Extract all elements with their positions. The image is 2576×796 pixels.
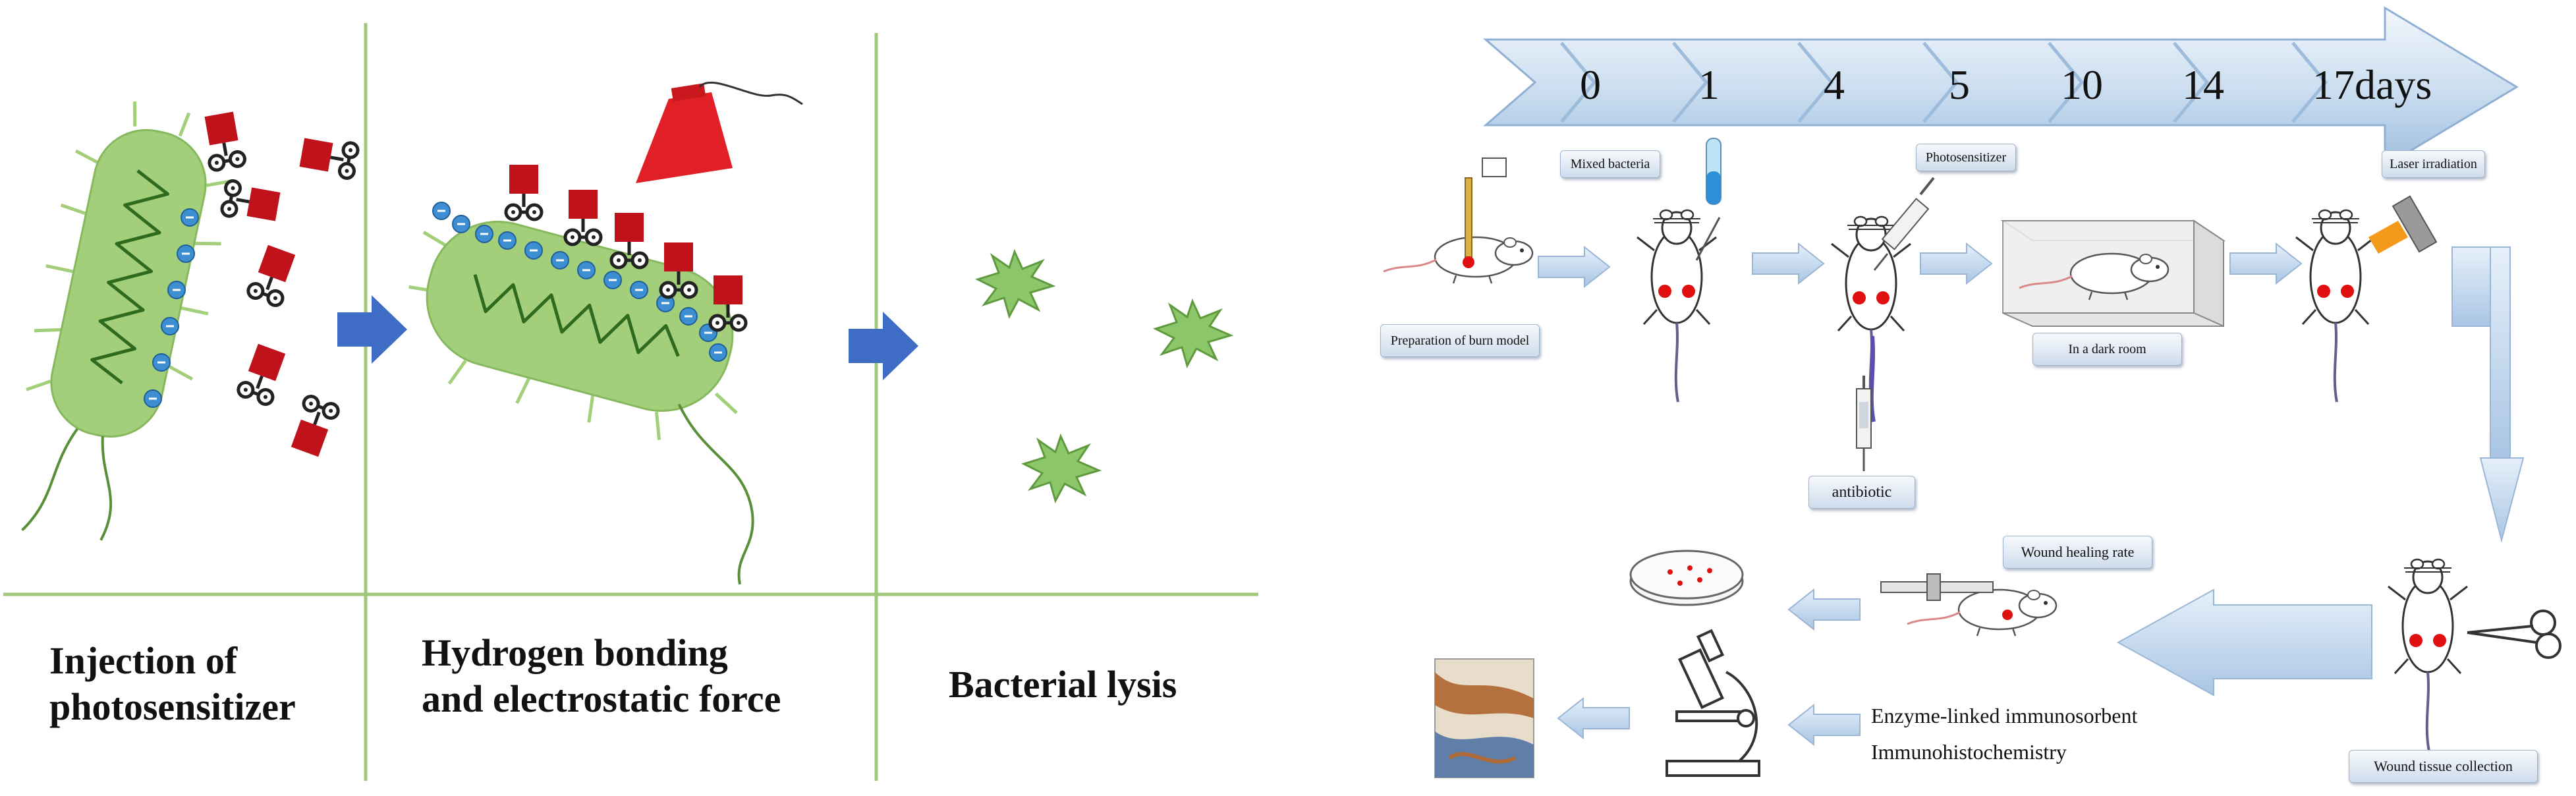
burn-model-rat	[1382, 157, 1534, 285]
label-lysis: Bacterial lysis	[949, 663, 1177, 706]
test-tube-icon	[1695, 138, 1722, 261]
label-wound-healing-rate: Wound healing rate	[2003, 536, 2152, 569]
syringe-icon	[1873, 177, 1935, 271]
label-dark-room: In a dark room	[2032, 333, 2182, 366]
flow-arrow-large	[2116, 588, 2372, 696]
timeline-tick: 0	[1580, 61, 1601, 108]
label-injection-line2: photosensitizer	[49, 685, 296, 728]
label-injection-line1: Injection of	[49, 639, 238, 682]
label-photosensitizer: Photosensitizer	[1916, 144, 2016, 171]
timeline-tick: 17days	[2312, 61, 2432, 108]
label-ihc: Immunohistochemistry	[1871, 740, 2067, 764]
label-injection: Injection of photosensitizer	[49, 638, 296, 730]
scissors-icon	[2467, 610, 2562, 659]
connector-arrow-down	[2451, 246, 2525, 543]
laser-lamp-icon	[636, 81, 803, 183]
petri-dish-icon	[1629, 550, 1744, 606]
label-elisa: Enzyme-linked immunosorbent	[1871, 704, 2138, 727]
timeline-tick: 14	[2182, 61, 2224, 108]
microscope-icon	[1666, 629, 1760, 777]
histology-image	[1434, 658, 1534, 778]
label-laser-irradiation: Laser irradiation	[2382, 150, 2485, 178]
rat-treated	[1830, 215, 1912, 422]
rat-measure	[1880, 573, 2058, 637]
bacterium-bound	[408, 221, 754, 585]
label-wound-tissue-collection: Wound tissue collection	[2349, 750, 2538, 783]
label-burn-model: Preparation of burn model	[1380, 324, 1540, 357]
label-mixed-bacteria: Mixed bacteria	[1560, 150, 1660, 178]
label-antibiotic: antibiotic	[1808, 476, 1915, 509]
timeline-tick: 1	[1698, 61, 1720, 108]
label-bonding: Hydrogen bonding and electrostatic force	[422, 631, 781, 720]
timeline-tick: 4	[1824, 61, 1845, 108]
dark-room-box	[2000, 219, 2226, 327]
timeline-tick: 10	[2061, 61, 2103, 108]
laser-emitter-icon	[2368, 195, 2438, 254]
timeline-tick: 5	[1949, 61, 1970, 108]
syringe-icon	[1856, 376, 1872, 471]
